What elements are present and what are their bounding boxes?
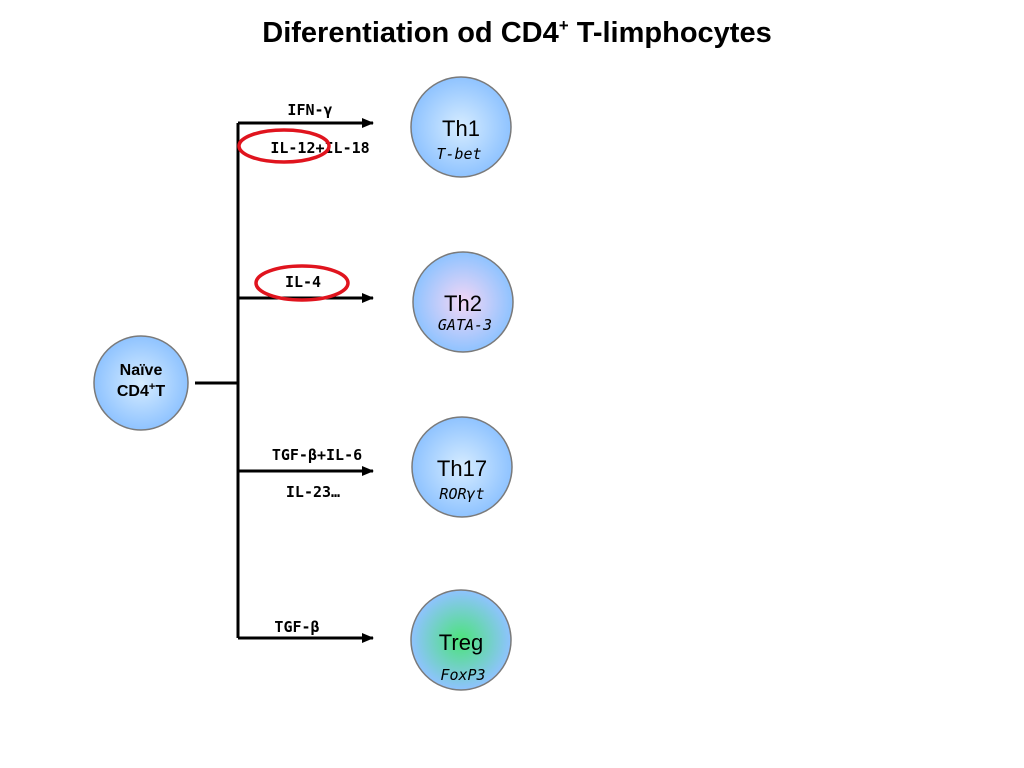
cell-th17-name: Th17 bbox=[437, 456, 487, 481]
cell-th17-circle bbox=[411, 416, 513, 518]
title-rest: T-limphocytes bbox=[569, 17, 772, 49]
cell-treg-factor: FoxP3 bbox=[440, 666, 485, 684]
cytokine-treg-1: TGF-β bbox=[274, 618, 319, 636]
cell-th2: Th2 GATA-3 bbox=[412, 251, 514, 353]
cell-th17-factor: RORγt bbox=[439, 485, 484, 503]
highlight-ovals bbox=[237, 128, 350, 302]
cytokine-th1-1: IFN-γ bbox=[287, 101, 332, 119]
cytokine-th17-1: TGF-β+IL-6 bbox=[272, 446, 362, 464]
cell-th2-factor: GATA-3 bbox=[438, 316, 492, 334]
naive-cell-label-line2: CD4+T bbox=[117, 381, 165, 400]
highlight-il4 bbox=[254, 264, 350, 302]
cell-th2-circle bbox=[412, 251, 514, 353]
cytokine-th2-1: IL-4 bbox=[285, 273, 321, 291]
highlight-il12 bbox=[237, 128, 331, 164]
cell-th1-factor: T-bet bbox=[436, 145, 481, 163]
cytokine-th1-2: IL-12+IL-18 bbox=[270, 139, 369, 157]
title-superscript: + bbox=[559, 16, 569, 35]
cytokine-labels: IFN-γ IL-12+IL-18 IL-4 TGF-β+IL-6 IL-23…… bbox=[270, 101, 369, 636]
naive-cell-label-line1: Naïve bbox=[120, 362, 163, 379]
branch-lines bbox=[195, 118, 374, 643]
diagram-title: Diferentiation od CD4+ T-limphocytes bbox=[262, 16, 771, 49]
cell-th1: Th1 T-bet bbox=[410, 76, 512, 178]
cell-treg-name: Treg bbox=[439, 630, 483, 655]
cell-th1-circle bbox=[410, 76, 512, 178]
cytokine-th17-2: IL-23… bbox=[286, 483, 340, 501]
naive-cell: Naïve CD4+T bbox=[93, 335, 189, 431]
naive-cell-circle bbox=[93, 335, 189, 431]
cell-th2-name: Th2 bbox=[444, 291, 482, 316]
cell-treg: Treg FoxP3 bbox=[410, 589, 512, 691]
title-main: Diferentiation od CD4 bbox=[262, 17, 558, 49]
cell-treg-circle bbox=[410, 589, 512, 691]
cell-th17: Th17 RORγt bbox=[411, 416, 513, 518]
cell-th1-name: Th1 bbox=[442, 116, 480, 141]
